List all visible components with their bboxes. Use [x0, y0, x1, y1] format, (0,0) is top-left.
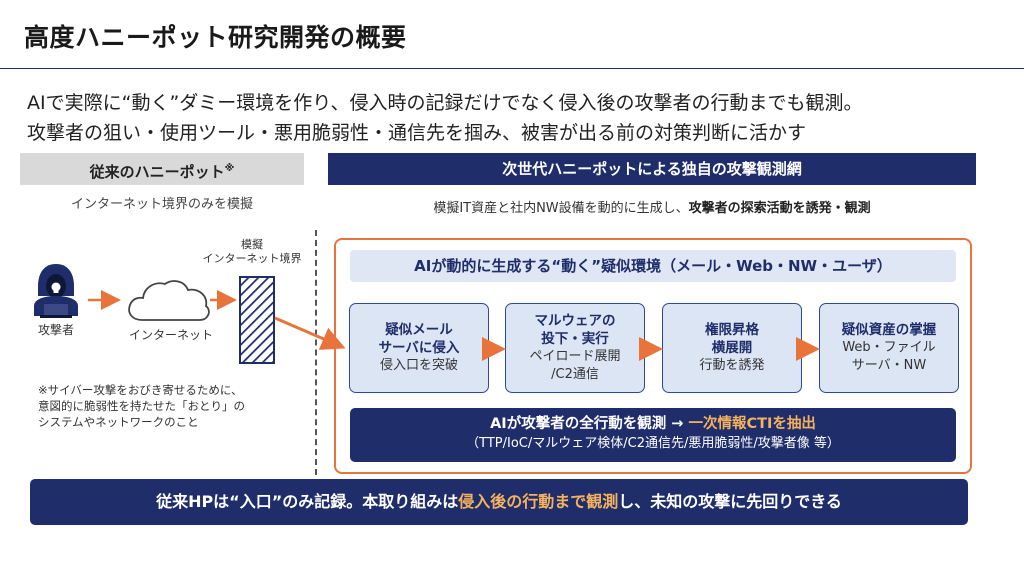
- step-title-line-1: マルウェアの: [534, 313, 616, 329]
- next-desc-plain: 模擬IT資産と社内NW設備を動的に生成し、: [433, 201, 689, 216]
- simulated-boundary-label: 模擬 インターネット境界: [194, 238, 310, 266]
- step-title-line-2: サーバに侵入: [378, 340, 460, 356]
- section-divider: [315, 230, 317, 475]
- cti-headline: AIが攻撃者の全行動を観測 → 一次情報CTIを抽出: [350, 414, 956, 434]
- cti-headline-highlight: 一次情報CTIを抽出: [688, 416, 816, 432]
- step-title-line-1: 権限昇格: [705, 322, 759, 338]
- summary-highlight: 侵入後の行動まで観測: [458, 492, 619, 511]
- step-subtitle-line-1: Web・ファイル: [842, 340, 936, 355]
- ai-environment-banner: AIが動的に生成する“動く”疑似環境（メール・Web・NW・ユーザ）: [350, 250, 956, 282]
- footnote-line-2: 意図的に脆弱性を持たせた「おとり」の: [38, 399, 245, 413]
- title-divider: [0, 68, 1024, 69]
- summary-bar: 従来HPは“入口”のみ記録。本取り組みは侵入後の行動まで観測し、未知の攻撃に先回…: [30, 479, 968, 525]
- flow-step-malware-execution: マルウェアの 投下・実行 ペイロード展開 /C2通信: [505, 303, 645, 393]
- step-title-line-1: 疑似メール: [385, 322, 453, 338]
- honeypot-footnote: ※サイバー攻撃をおびき寄せるために、 意図的に脆弱性を持たせた「おとり」の シス…: [38, 382, 298, 430]
- boundary-label-line-2: インターネット境界: [202, 252, 302, 265]
- legacy-honeypot-header: 従来のハニーポット※: [20, 153, 304, 185]
- internet-label: インターネット: [128, 328, 213, 342]
- flow-step-asset-takeover: 疑似資産の掌握 Web・ファイル サーバ・NW: [819, 303, 959, 393]
- attacker-label: 攻撃者: [37, 323, 74, 337]
- hatched-wall-icon: [239, 276, 275, 364]
- page-title: 高度ハニーポット研究開発の概要: [24, 23, 407, 52]
- footnote-line-3: システムやネットワークのこと: [38, 415, 199, 429]
- summary-part-1: 従来HPは“入口”のみ記録。本取り組みは: [156, 492, 459, 511]
- flow-step-privilege-escalation: 権限昇格 横展開 行動を誘発: [662, 303, 802, 393]
- step-title-line-2: 横展開: [711, 340, 753, 356]
- next-gen-description: 模擬IT資産と社内NW設備を動的に生成し、攻撃者の探索活動を誘発・観測: [328, 197, 976, 216]
- cloud-icon: [128, 280, 210, 321]
- legacy-description: インターネット境界のみを模擬: [70, 197, 253, 212]
- next-desc-bold: 攻撃者の探索活動を誘発・観測: [688, 201, 871, 216]
- footnote-line-1: ※サイバー攻撃をおびき寄せるために、: [38, 383, 243, 397]
- hooded-hacker-icon: [34, 264, 78, 318]
- flow-step-mail-intrusion: 疑似メール サーバに侵入 侵入口を突破: [349, 303, 489, 393]
- footnote-mark: ※: [224, 163, 235, 174]
- step-title-line-2: 投下・実行: [541, 331, 609, 347]
- dynamic-environment-frame: [334, 238, 972, 474]
- step-subtitle-line-2: サーバ・NW: [851, 358, 927, 373]
- step-subtitle-line-1: ペイロード展開: [529, 349, 621, 364]
- step-subtitle-line-2: /C2通信: [551, 367, 599, 382]
- next-gen-honeypot-header: 次世代ハニーポットによる独自の攻撃観測網: [328, 153, 976, 185]
- cti-extraction-box: AIが攻撃者の全行動を観測 → 一次情報CTIを抽出 （TTP/IoC/マルウェ…: [350, 408, 956, 462]
- legacy-header-label: 従来のハニーポット: [89, 163, 225, 181]
- step-subtitle-line-1: 行動を誘発: [699, 358, 765, 373]
- cti-headline-plain: AIが攻撃者の全行動を観測 →: [490, 416, 684, 432]
- arrow-boundary-to-next-gen: [274, 316, 346, 350]
- lead-text-line-1: AIで実際に“動く”ダミー環境を作り、侵入時の記録だけでなく侵入後の攻撃者の行動…: [27, 92, 863, 114]
- boundary-label-line-1: 模擬: [241, 238, 263, 251]
- step-subtitle-line-1: 侵入口を突破: [379, 358, 458, 373]
- summary-part-2: し、未知の攻撃に先回りできる: [618, 492, 842, 511]
- cti-detail: （TTP/IoC/マルウェア検体/C2通信先/悪用脆弱性/攻撃者像 等）: [466, 436, 840, 451]
- lead-text-line-2: 攻撃者の狙い・使用ツール・悪用脆弱性・通信先を掴み、被害が出る前の対策判断に活か…: [27, 122, 807, 144]
- step-title-line-1: 疑似資産の掌握: [841, 322, 937, 338]
